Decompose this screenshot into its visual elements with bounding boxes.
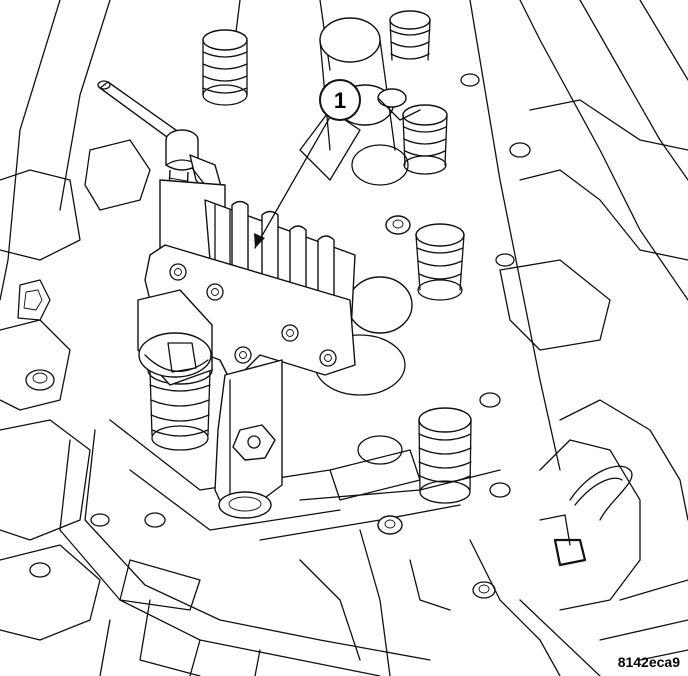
- callout-leader-line: [254, 116, 331, 249]
- valve-spring-top-left: [202, 29, 248, 106]
- valve-spring-compressor-tool: [97, 80, 356, 519]
- valve-spring-bottom-right: [418, 407, 472, 504]
- valve-spring-center-right: [415, 223, 465, 301]
- valve-spring-mid-right: [402, 104, 448, 175]
- callout-circle: [319, 79, 361, 121]
- callout-number: 1: [334, 88, 346, 113]
- callout-1: 1: [254, 79, 361, 249]
- figure-code: 8142eca9: [617, 654, 680, 670]
- callout-arrowhead: [254, 233, 265, 248]
- valve-spring-top-right: [389, 10, 431, 61]
